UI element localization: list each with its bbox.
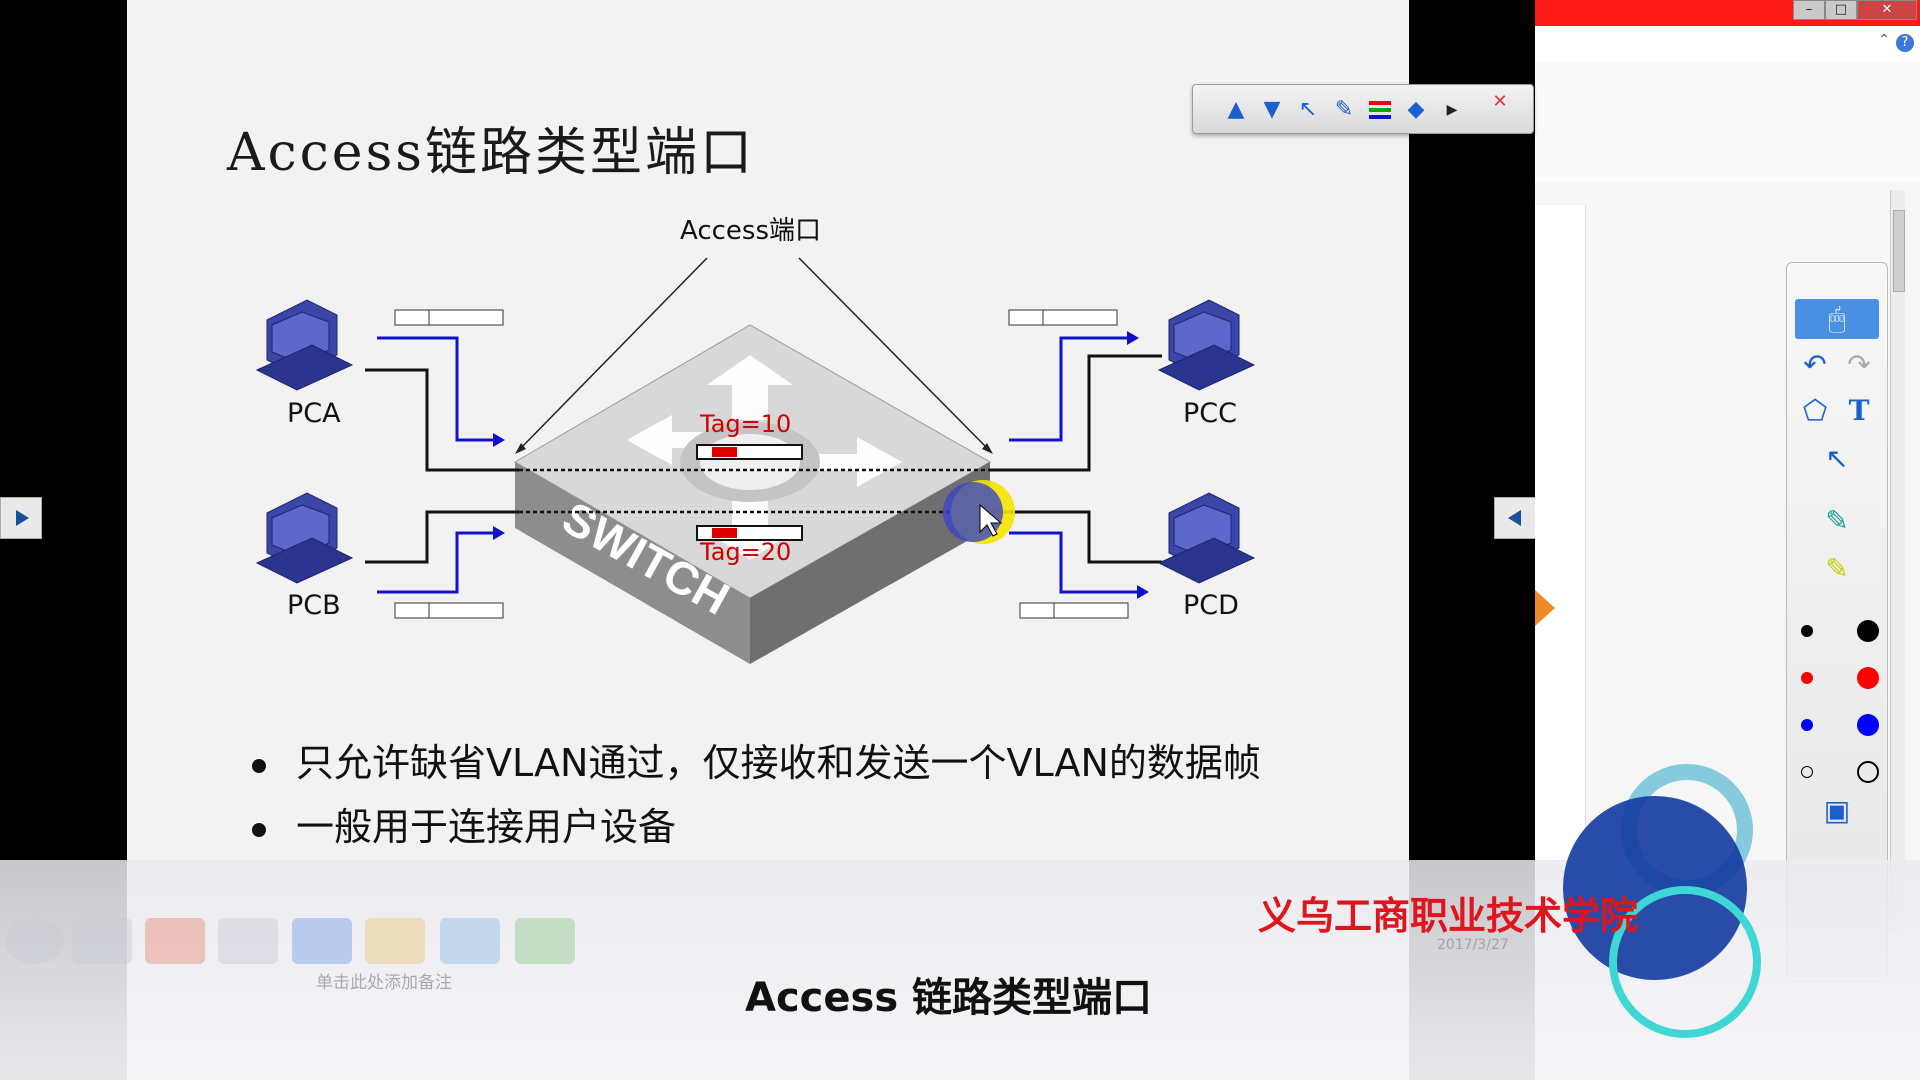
slide-title: Access链路类型端口	[227, 123, 755, 183]
slide-canvas: Access链路类型端口 Access端口 SWITCH	[127, 0, 1409, 1080]
folder-icon	[365, 918, 425, 964]
access-port-label: Access端口	[680, 216, 822, 246]
bullet-text: 只允许缺省VLAN通过，仅接收和发送一个VLAN的数据帧	[296, 741, 1261, 785]
taskbar-app-icon	[72, 918, 132, 964]
video-caption: Access 链路类型端口	[745, 975, 1153, 1021]
minimize-button[interactable]: –	[1793, 0, 1825, 20]
notes-placeholder: 单击此处添加备注	[316, 973, 452, 993]
text-icon[interactable]: T	[1848, 394, 1870, 427]
redo-icon[interactable]: ↷	[1847, 348, 1871, 381]
color-bars-icon[interactable]	[1367, 97, 1393, 123]
maximize-button[interactable]: □	[1825, 0, 1857, 20]
arrow-left-icon	[1508, 510, 1521, 526]
arrow-right-icon	[16, 510, 29, 526]
bullet-item: 一般用于连接用户设备	[252, 796, 676, 851]
next-slide-button[interactable]	[1494, 497, 1536, 539]
red-color-swatch[interactable]	[1857, 667, 1879, 689]
scrollbar-thumb[interactable]	[1893, 210, 1905, 292]
taskbar-app-icon	[218, 918, 278, 964]
hollow-small-dot[interactable]	[1801, 766, 1813, 778]
pc-label-d: PCD	[1183, 590, 1239, 621]
taskbar-date: 2017/3/27	[1437, 937, 1509, 953]
highlighter-icon[interactable]: ✎	[1825, 552, 1849, 585]
bullet-text: 一般用于连接用户设备	[296, 805, 677, 849]
bullet-dot	[252, 822, 266, 837]
screen-capture-icon[interactable]: ▣	[1823, 794, 1851, 827]
taskbar-app-icon	[440, 918, 500, 964]
taskbar-app-icon	[515, 918, 575, 964]
tag-label-10: Tag=10	[700, 410, 792, 438]
annotation-toolbar: ▲ ▼ ↖ ✎ ◆ ▶ ✕	[1192, 84, 1534, 134]
pc-label-b: PCB	[287, 590, 341, 621]
select-icon[interactable]: ↖	[1825, 442, 1849, 475]
vertical-scrollbar[interactable]	[1890, 190, 1905, 930]
undo-icon[interactable]: ↶	[1803, 348, 1827, 381]
red-small-dot[interactable]	[1801, 672, 1813, 684]
bullet-item: 只允许缺省VLAN通过，仅接收和发送一个VLAN的数据帧	[252, 732, 1261, 787]
ribbon-tabs: ? ⌃	[1535, 26, 1920, 63]
ribbon-area	[1535, 62, 1920, 182]
start-button-icon	[5, 918, 65, 964]
slide-thumbnail-pane	[1535, 205, 1586, 865]
powerpoint-icon	[145, 918, 205, 964]
close-button[interactable]: ✕	[1857, 0, 1917, 20]
blue-color-swatch[interactable]	[1857, 714, 1879, 736]
pen-tool-icon[interactable]: ✎	[1825, 504, 1849, 537]
bullet-dot	[252, 758, 266, 773]
pc-label-a: PCA	[287, 398, 341, 429]
pen-icon[interactable]: ✎	[1334, 97, 1354, 122]
more-icon[interactable]: ▶	[1446, 102, 1458, 118]
eraser-icon[interactable]: ◆	[1407, 97, 1425, 122]
black-small-dot[interactable]	[1801, 625, 1813, 637]
tag-label-20: Tag=20	[700, 538, 792, 566]
school-logo	[1563, 764, 1761, 1038]
browser-icon	[292, 918, 352, 964]
black-color-swatch[interactable]	[1857, 620, 1879, 642]
blue-small-dot[interactable]	[1801, 719, 1813, 731]
prev-slide-button[interactable]	[0, 497, 42, 539]
close-icon[interactable]: ✕	[1492, 91, 1508, 112]
orange-marker	[1535, 590, 1555, 626]
arrow-up-icon[interactable]: ▲	[1227, 97, 1245, 122]
arrow-down-icon[interactable]: ▼	[1263, 97, 1281, 122]
school-name: 义乌工商职业技术学院	[1258, 894, 1639, 938]
mouse-icon[interactable]: 🖱	[1795, 299, 1879, 339]
shapes-icon[interactable]: ⬠	[1802, 394, 1828, 427]
pointer-icon[interactable]: ↖	[1298, 97, 1318, 122]
help-icon[interactable]: ?	[1896, 34, 1914, 52]
window-titlebar: – □ ✕	[1535, 0, 1920, 26]
network-diagram: SWITCH	[255, 257, 1256, 664]
hollow-color-swatch[interactable]	[1857, 761, 1879, 783]
collapse-ribbon-icon[interactable]: ⌃	[1878, 32, 1890, 48]
pc-label-c: PCC	[1183, 398, 1237, 429]
